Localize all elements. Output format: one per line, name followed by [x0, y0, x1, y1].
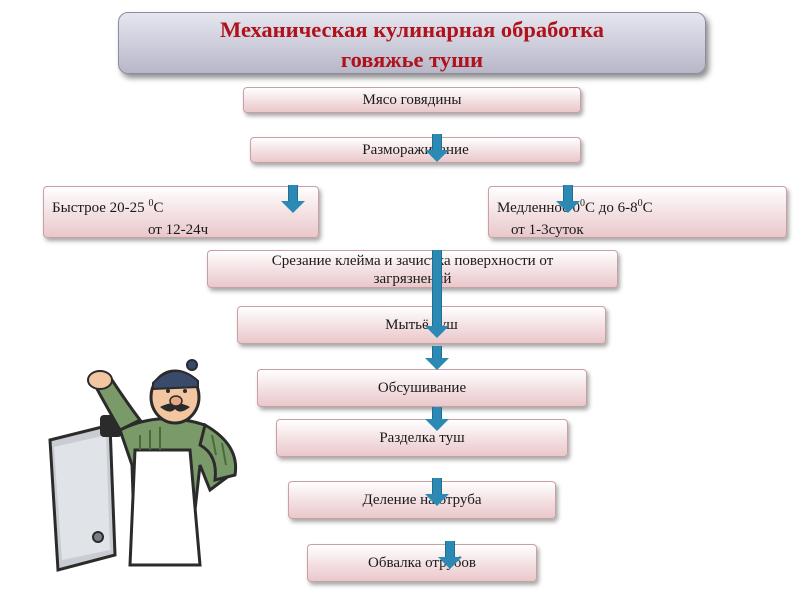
- step-thaw-label: Размораживание: [362, 142, 469, 158]
- fast-thaw-duration: от 12-24ч: [148, 222, 209, 238]
- slow-thaw-temp: Медленное 00С до 6-80С: [497, 193, 786, 219]
- step-meat: Мясо говядины: [243, 87, 581, 113]
- step-cut: Разделка туш: [276, 419, 568, 457]
- step-dry-label: Обсушивание: [377, 380, 467, 396]
- title-line-1: Механическая кулинарная обработка: [220, 17, 604, 42]
- slow-thaw-degree-1: 0: [580, 198, 586, 209]
- step-wash: Мытьё туш: [237, 306, 606, 344]
- step-fast-thaw: Быстрое 20-25 0С от 12-24ч: [43, 186, 319, 238]
- slow-thaw-temp-b: С до 6-8: [585, 200, 638, 216]
- fast-thaw-unit: С: [153, 200, 164, 216]
- slow-thaw-duration: от 1-3суток: [511, 222, 584, 238]
- diagram-title: Механическая кулинарная обработка говяжь…: [118, 12, 706, 74]
- step-meat-label: Мясо говядины: [362, 92, 462, 108]
- step-debone: Обвалка отрубов: [307, 544, 537, 582]
- step-trim: Срезание клейма и зачистка поверхности о…: [207, 250, 618, 288]
- step-cut-label: Разделка туш: [379, 430, 465, 446]
- step-dry: Обсушивание: [257, 369, 587, 407]
- title-line-2: говяжье туши: [340, 47, 484, 72]
- slow-thaw-degree-2: 0: [637, 198, 643, 209]
- step-thaw: Размораживание: [250, 137, 581, 163]
- arrow-to-fast: [281, 185, 305, 213]
- arrow-to-wash: [425, 250, 449, 338]
- step-divide-label: Деление на отруба: [362, 492, 482, 508]
- step-slow-thaw: Медленное 00С до 6-80С от 1-3суток: [488, 186, 787, 238]
- step-trim-line-2: загрязнений: [373, 271, 452, 287]
- arrow-to-divide: [425, 478, 449, 506]
- arrow-to-slow: [556, 185, 580, 213]
- step-divide: Деление на отруба: [288, 481, 556, 519]
- slow-thaw-unit: С: [642, 200, 653, 216]
- butcher-illustration: [48, 359, 238, 572]
- arrow-to-cut: [425, 407, 449, 431]
- arrow-to-debone: [438, 541, 462, 569]
- fast-thaw-temp-text: Быстрое 20-25: [52, 200, 149, 216]
- fast-thaw-temp: Быстрое 20-25 0С: [52, 193, 318, 219]
- fast-thaw-degree: 0: [148, 198, 154, 209]
- step-trim-line-1: Срезание клейма и зачистка поверхности о…: [271, 253, 554, 269]
- arrow-to-dry: [425, 346, 449, 370]
- arrow-to-thaw: [425, 134, 449, 162]
